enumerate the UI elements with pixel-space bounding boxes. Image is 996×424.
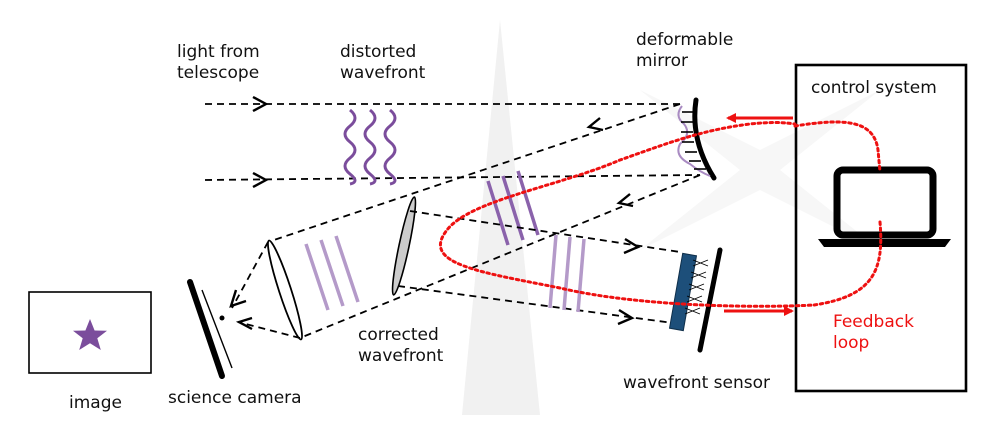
deformable-mirror xyxy=(677,97,717,181)
star-icon xyxy=(73,319,107,350)
incoming-beam-bottom xyxy=(204,174,701,181)
feedback-loop-label: Feedback loop xyxy=(833,312,914,353)
camera-beam-bottom xyxy=(237,321,301,339)
direction-chevron xyxy=(252,95,269,113)
wavefront-bars xyxy=(486,170,540,246)
sensor-beam-top xyxy=(409,210,681,253)
direction-chevron xyxy=(617,308,635,326)
direction-chevron xyxy=(235,316,253,331)
image-label: image xyxy=(69,393,122,413)
deformable-mirror-label: deformable mirror xyxy=(636,30,734,71)
direction-chevron xyxy=(229,289,247,308)
focusing-lens xyxy=(267,239,303,341)
beam-splitter xyxy=(391,196,417,296)
distorted-wavefront-wave xyxy=(343,108,397,186)
sensor-beam-bottom xyxy=(397,285,674,324)
science-camera xyxy=(187,279,233,379)
light-source-label: light from telescope xyxy=(177,42,260,83)
reflected-beam-top xyxy=(267,103,681,243)
corrected-wavefront-bars xyxy=(548,234,586,313)
distorted-wavefront-label: distorted wavefront xyxy=(340,42,426,83)
direction-chevron xyxy=(616,193,634,208)
laptop-icon xyxy=(818,166,951,247)
camera-beam-top xyxy=(231,241,269,309)
control-system-label: control system xyxy=(811,78,937,98)
direction-chevron xyxy=(586,117,604,132)
science-camera-label: science camera xyxy=(168,388,302,408)
corrected-wavefront-bars xyxy=(304,235,360,311)
wavefront-sensor-label: wavefront sensor xyxy=(623,373,771,393)
wavefront-sensor xyxy=(668,247,723,353)
direction-chevron xyxy=(252,171,269,189)
corrected-wavefront-label: corrected wavefront xyxy=(358,325,444,366)
image-frame xyxy=(28,291,152,374)
direction-chevron xyxy=(623,237,641,255)
control-system-box xyxy=(794,63,968,393)
feedback-loop xyxy=(439,120,883,308)
